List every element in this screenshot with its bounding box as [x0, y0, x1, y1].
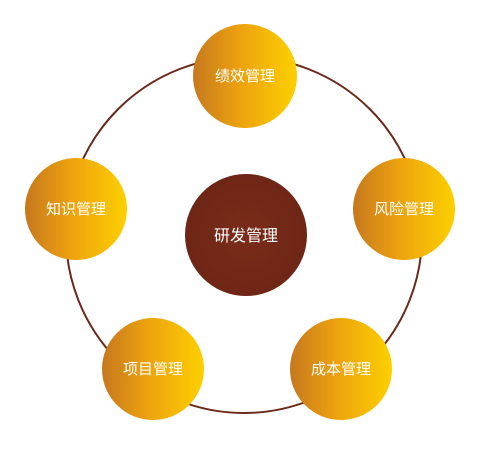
- node-risk-label: 风险管理: [374, 200, 434, 218]
- node-performance: 绩效管理: [193, 24, 297, 128]
- node-risk: 风险管理: [353, 158, 455, 260]
- node-cost-circle: [290, 318, 392, 420]
- node-risk-circle: [353, 158, 455, 260]
- center-node-label: 研发管理: [214, 226, 278, 245]
- node-cost: 成本管理: [290, 318, 392, 420]
- node-performance-circle: [193, 24, 297, 128]
- node-performance-label: 绩效管理: [215, 67, 275, 85]
- node-project-circle: [102, 318, 204, 420]
- node-knowledge-label: 知识管理: [46, 200, 106, 218]
- node-project: 项目管理: [102, 318, 204, 420]
- node-knowledge-circle: [25, 158, 127, 260]
- node-knowledge: 知识管理: [25, 158, 127, 260]
- node-cost-label: 成本管理: [311, 360, 371, 378]
- center-node-circle: [185, 174, 307, 296]
- node-project-label: 项目管理: [123, 360, 183, 378]
- center-node: 研发管理: [185, 174, 307, 296]
